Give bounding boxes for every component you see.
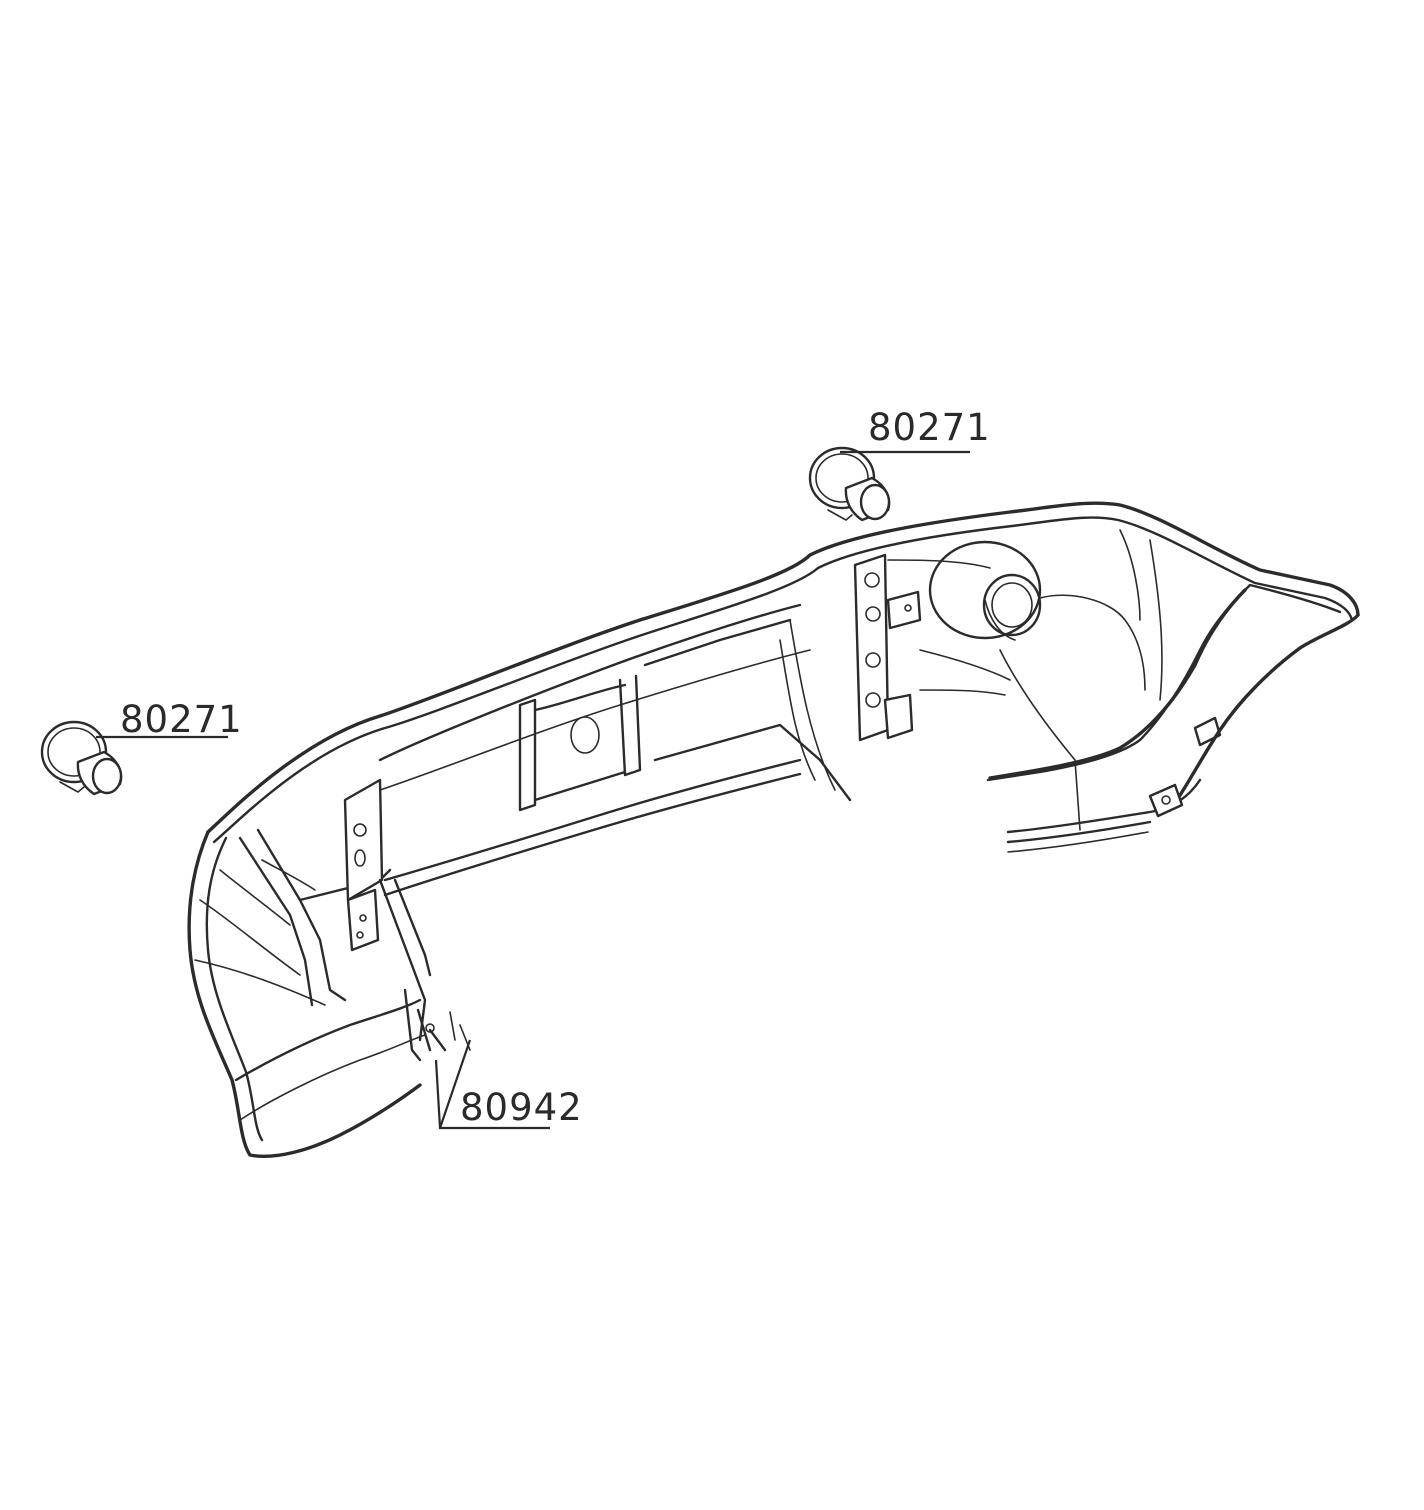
callout-80942: 80942 [434,1039,583,1130]
part-number-label: 80271 [120,698,243,741]
part-80271-top-right [808,446,891,522]
part-number-label: 80942 [460,1086,583,1129]
part-number-label: 80271 [868,406,991,449]
callout-80271-left: 80271 [96,698,243,741]
rear-bumper-cover [187,501,1360,1158]
callout-80271-top-right: 80271 [840,406,991,454]
part-80271-left [40,720,123,796]
